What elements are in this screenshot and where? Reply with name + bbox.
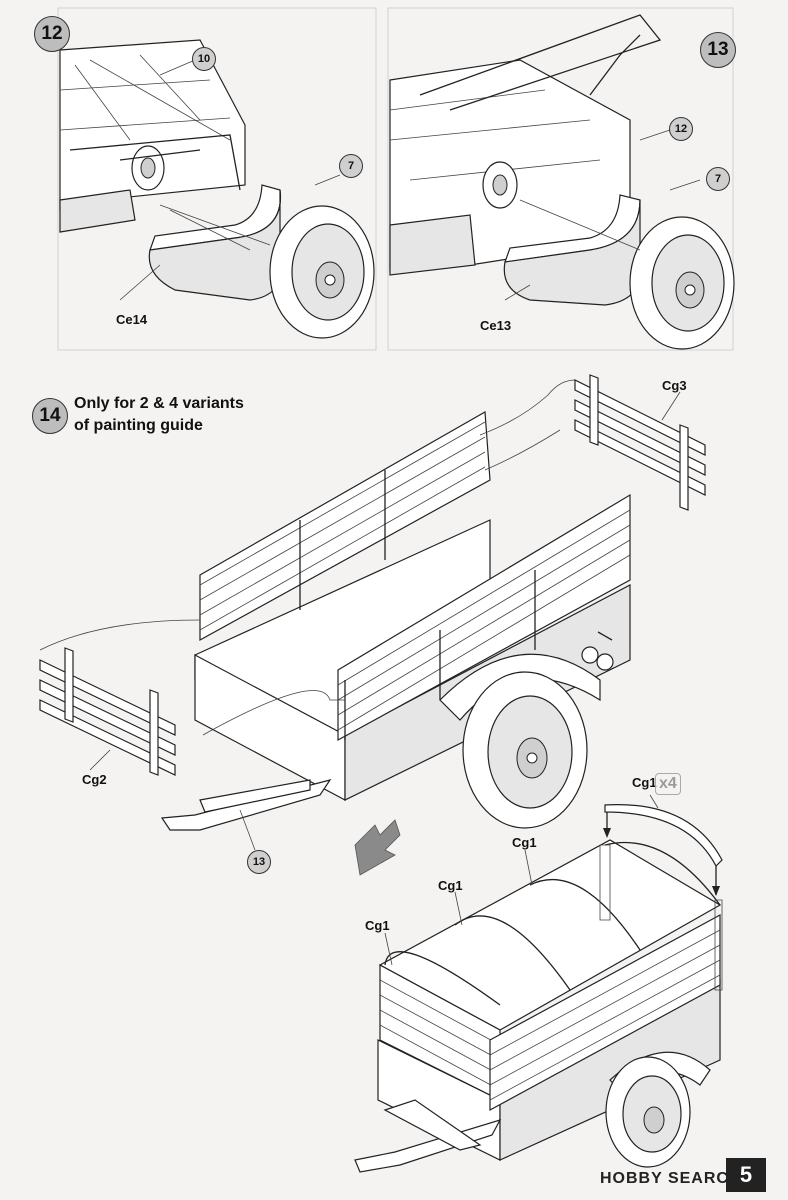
step-14-note-line2: of painting guide (74, 417, 203, 434)
step14-fender-wheel (439, 653, 601, 829)
cg3-side-rail (479, 374, 706, 511)
watermark: HOBBY SEARCH (600, 1170, 742, 1187)
cg2-end-rail (39, 619, 201, 776)
callout-13: 13 (247, 850, 271, 874)
part-label-cg1-c: Cg1 (512, 835, 537, 850)
part-label-cg2: Cg2 (82, 772, 107, 787)
quantity-badge: x4 (655, 773, 681, 795)
step-13-number: 13 (700, 32, 736, 68)
part-label-cg1-bow: Cg1 (632, 775, 657, 790)
step-12-number: 12 (34, 16, 70, 52)
cg1-bow-detail (604, 804, 723, 868)
step13-hub-drawing (482, 161, 518, 209)
step12-hub-drawing (119, 145, 201, 191)
step14-finished-drawbar (354, 1099, 502, 1173)
step-14-number: 14 (32, 398, 68, 434)
part-label-ce13: Ce13 (480, 318, 512, 333)
part-label-ce14: Ce14 (116, 312, 148, 327)
direction-arrow (354, 819, 401, 876)
callout-7-step13: 7 (706, 167, 730, 191)
step12-chassis-drawing (59, 39, 246, 233)
step13-wheel-7 (629, 216, 735, 350)
step-14-note: Only for 2 & 4 variants of painting guid… (74, 393, 244, 437)
callout-10: 10 (192, 47, 216, 71)
step14-finished-wheel (605, 1051, 711, 1168)
page-number: 5 (726, 1158, 766, 1192)
step12-wheel-7 (269, 205, 375, 339)
step-14-note-line1: Only for 2 & 4 variants (74, 395, 244, 412)
part-label-cg3: Cg3 (662, 378, 687, 393)
step14-drawbar-13 (160, 779, 332, 831)
part-label-cg1-a: Cg1 (365, 918, 390, 933)
step14-lights (581, 631, 614, 671)
callout-12: 12 (669, 117, 693, 141)
step14-finished-trailer (377, 839, 722, 1161)
part-label-cg1-b: Cg1 (438, 878, 463, 893)
callout-7-step12: 7 (339, 154, 363, 178)
